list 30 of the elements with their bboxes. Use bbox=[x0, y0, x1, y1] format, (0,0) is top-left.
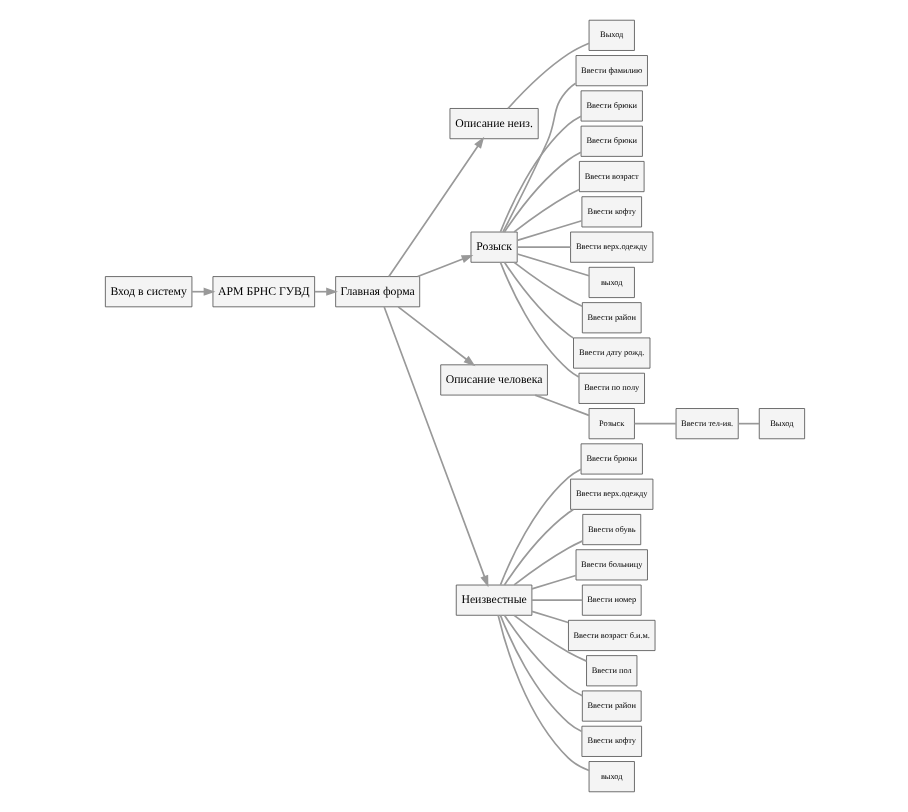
connector bbox=[498, 468, 581, 586]
connector bbox=[501, 82, 576, 233]
connector bbox=[515, 246, 571, 248]
arrow bbox=[190, 287, 215, 296]
connector bbox=[515, 219, 582, 242]
connector bbox=[502, 151, 581, 233]
connector bbox=[736, 422, 760, 425]
connector bbox=[498, 115, 581, 233]
connector bbox=[498, 261, 579, 378]
connector bbox=[515, 253, 589, 277]
connector bbox=[506, 42, 589, 110]
arrow bbox=[396, 306, 475, 367]
connector bbox=[530, 599, 583, 601]
connector bbox=[530, 610, 569, 624]
connector bbox=[502, 261, 574, 339]
connector bbox=[498, 614, 582, 733]
connector bbox=[512, 188, 580, 233]
connector bbox=[632, 422, 676, 425]
connector bbox=[530, 574, 576, 590]
arrow bbox=[415, 254, 473, 278]
connector bbox=[512, 614, 587, 662]
connector bbox=[502, 614, 583, 697]
connector bbox=[502, 508, 574, 586]
arrow bbox=[382, 306, 488, 588]
arrow bbox=[387, 136, 484, 278]
connector bbox=[512, 540, 583, 586]
connector bbox=[533, 394, 589, 417]
connector bbox=[496, 614, 589, 772]
arrow bbox=[313, 287, 337, 296]
connector bbox=[512, 261, 583, 308]
